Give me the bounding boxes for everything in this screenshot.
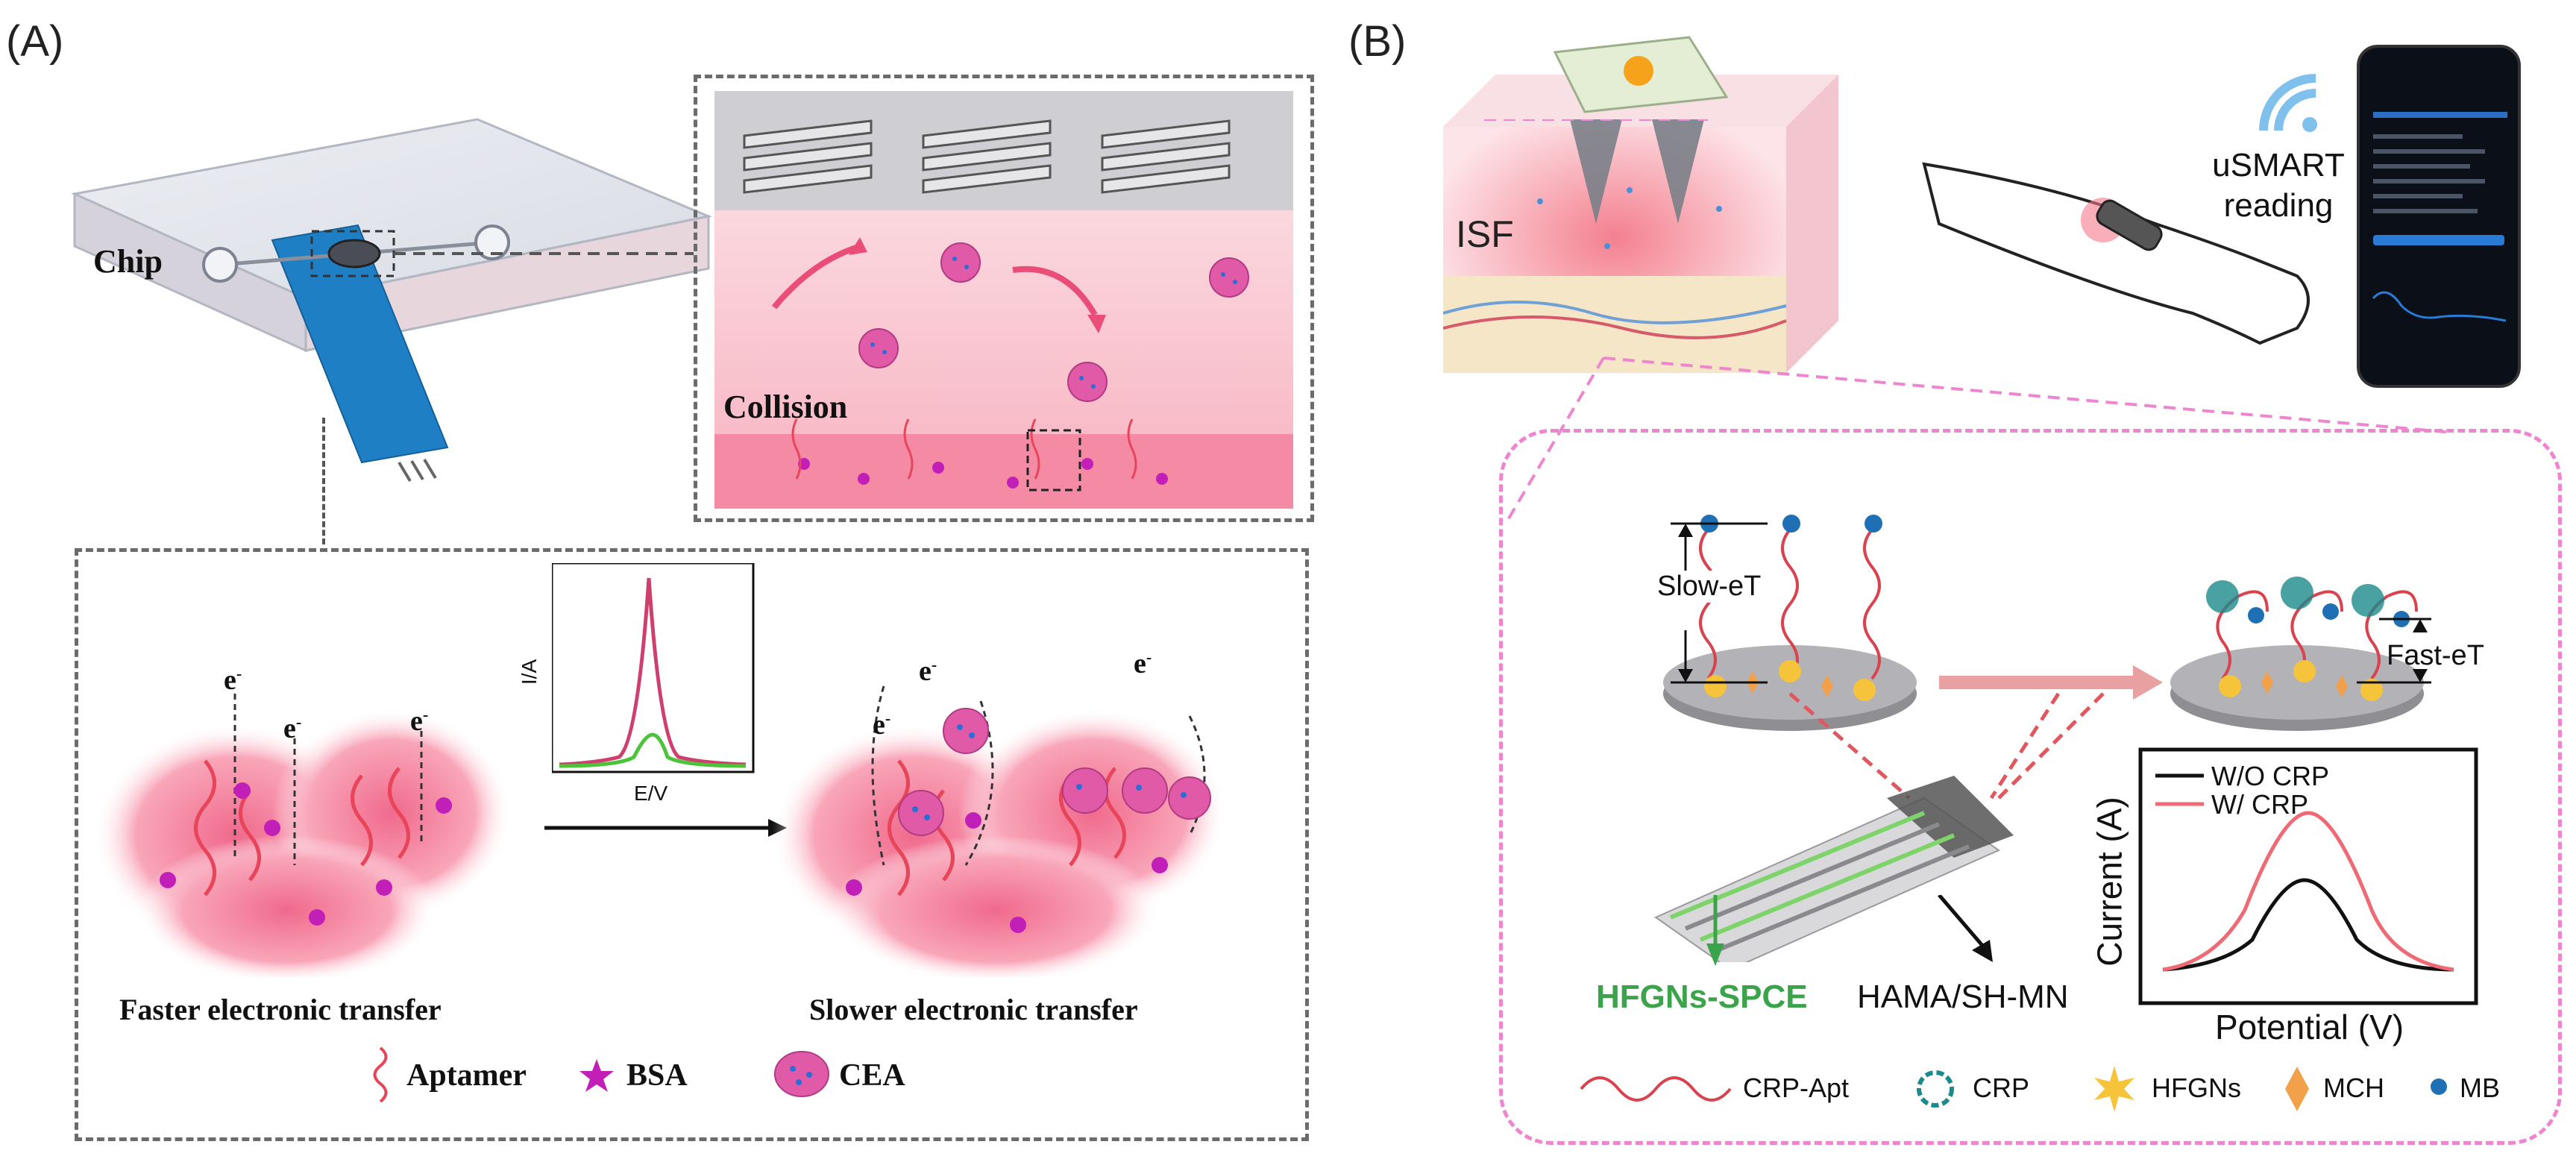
chart-x-axis-label: Potential (V) — [2215, 1008, 2404, 1046]
hfgns-spce-label: HFGNs-SPCE — [1596, 979, 1808, 1015]
mb-legend-icon — [2431, 1078, 2447, 1095]
collision-box — [694, 75, 1314, 522]
electron-3: e- — [410, 705, 429, 737]
usmart-line2: reading — [2223, 187, 2334, 224]
arm-with-sensor — [1922, 162, 2310, 345]
crp-apt-legend-label: CRP-Apt — [1743, 1073, 1850, 1103]
mch-legend-label: MCH — [2323, 1073, 2384, 1103]
mechanism-box — [75, 548, 1309, 1141]
skin-cross-section — [1443, 36, 1838, 373]
panel-a-label: (A) — [6, 17, 64, 66]
electrode-arrows — [1706, 895, 1993, 966]
chip-illustration — [71, 118, 713, 483]
isf-label: ISF — [1456, 213, 1514, 255]
leader-line — [322, 418, 325, 544]
slower-caption: Slower electronic transfer — [809, 993, 1138, 1026]
faster-caption: Faster electronic transfer — [119, 993, 442, 1026]
dpv-chart — [2138, 747, 2478, 1005]
crp-legend-label: CRP — [1973, 1073, 2030, 1103]
inset-x-axis: E/V — [634, 782, 668, 805]
zoom-connectors — [1484, 119, 2454, 524]
chart-legend-w-crp: W/ CRP — [2211, 789, 2308, 820]
cea-legend-icon — [774, 1051, 829, 1097]
slow-et-label: Slow-eT — [1654, 571, 1765, 603]
collision-scene — [714, 91, 1293, 509]
panel-b-label: (B) — [1348, 17, 1407, 66]
collision-label: Collision — [723, 389, 848, 425]
bsa-legend-icon — [579, 1059, 614, 1092]
electron-5: e- — [873, 709, 891, 741]
electron-4: e- — [919, 655, 937, 687]
series-w-crp — [2162, 811, 2454, 972]
hfgns-legend-label: HFGNs — [2152, 1073, 2241, 1103]
electron-2: e- — [283, 712, 302, 744]
process-arrow — [544, 819, 787, 837]
mb-legend-label: MB — [2460, 1073, 2500, 1103]
cea-legend-label: CEA — [839, 1058, 905, 1093]
aptamer-legend-label: Aptamer — [406, 1058, 527, 1093]
smartphone — [2357, 45, 2521, 388]
bsa-legend-label: BSA — [626, 1058, 688, 1093]
aptamer-legend-icon — [373, 1046, 388, 1103]
electrode-zoom-lines — [1788, 692, 2105, 800]
hama-sh-mn-label: HAMA/SH-MN — [1857, 979, 2069, 1015]
mch-legend-icon — [2285, 1067, 2309, 1111]
chip-label: Chip — [93, 243, 163, 280]
fast-et-label: Fast-eT — [2387, 640, 2484, 671]
crp-legend-icon — [1917, 1070, 1954, 1108]
wireless-icon — [2259, 74, 2317, 132]
inset-y-axis: I/A — [518, 659, 541, 685]
series-wo-crp — [2162, 878, 2454, 972]
usmart-label: uSMART reading — [2204, 145, 2353, 226]
electron-6: e- — [1134, 647, 1152, 679]
slower-transfer-scene — [772, 685, 1227, 977]
hfgns-legend-icon — [2094, 1066, 2134, 1112]
chart-legend-wo-crp: W/O CRP — [2211, 761, 2329, 791]
chart-y-axis-label: Current (A) — [2090, 797, 2129, 967]
inset-plot — [552, 563, 755, 773]
usmart-line1: uSMART — [2212, 147, 2345, 183]
zoom-box — [1499, 429, 2562, 1145]
spce-electrode — [1653, 776, 2014, 962]
electron-1: e- — [224, 664, 242, 696]
crp-apt-legend-icon — [1580, 1076, 1732, 1102]
faster-transfer-scene — [93, 694, 511, 977]
